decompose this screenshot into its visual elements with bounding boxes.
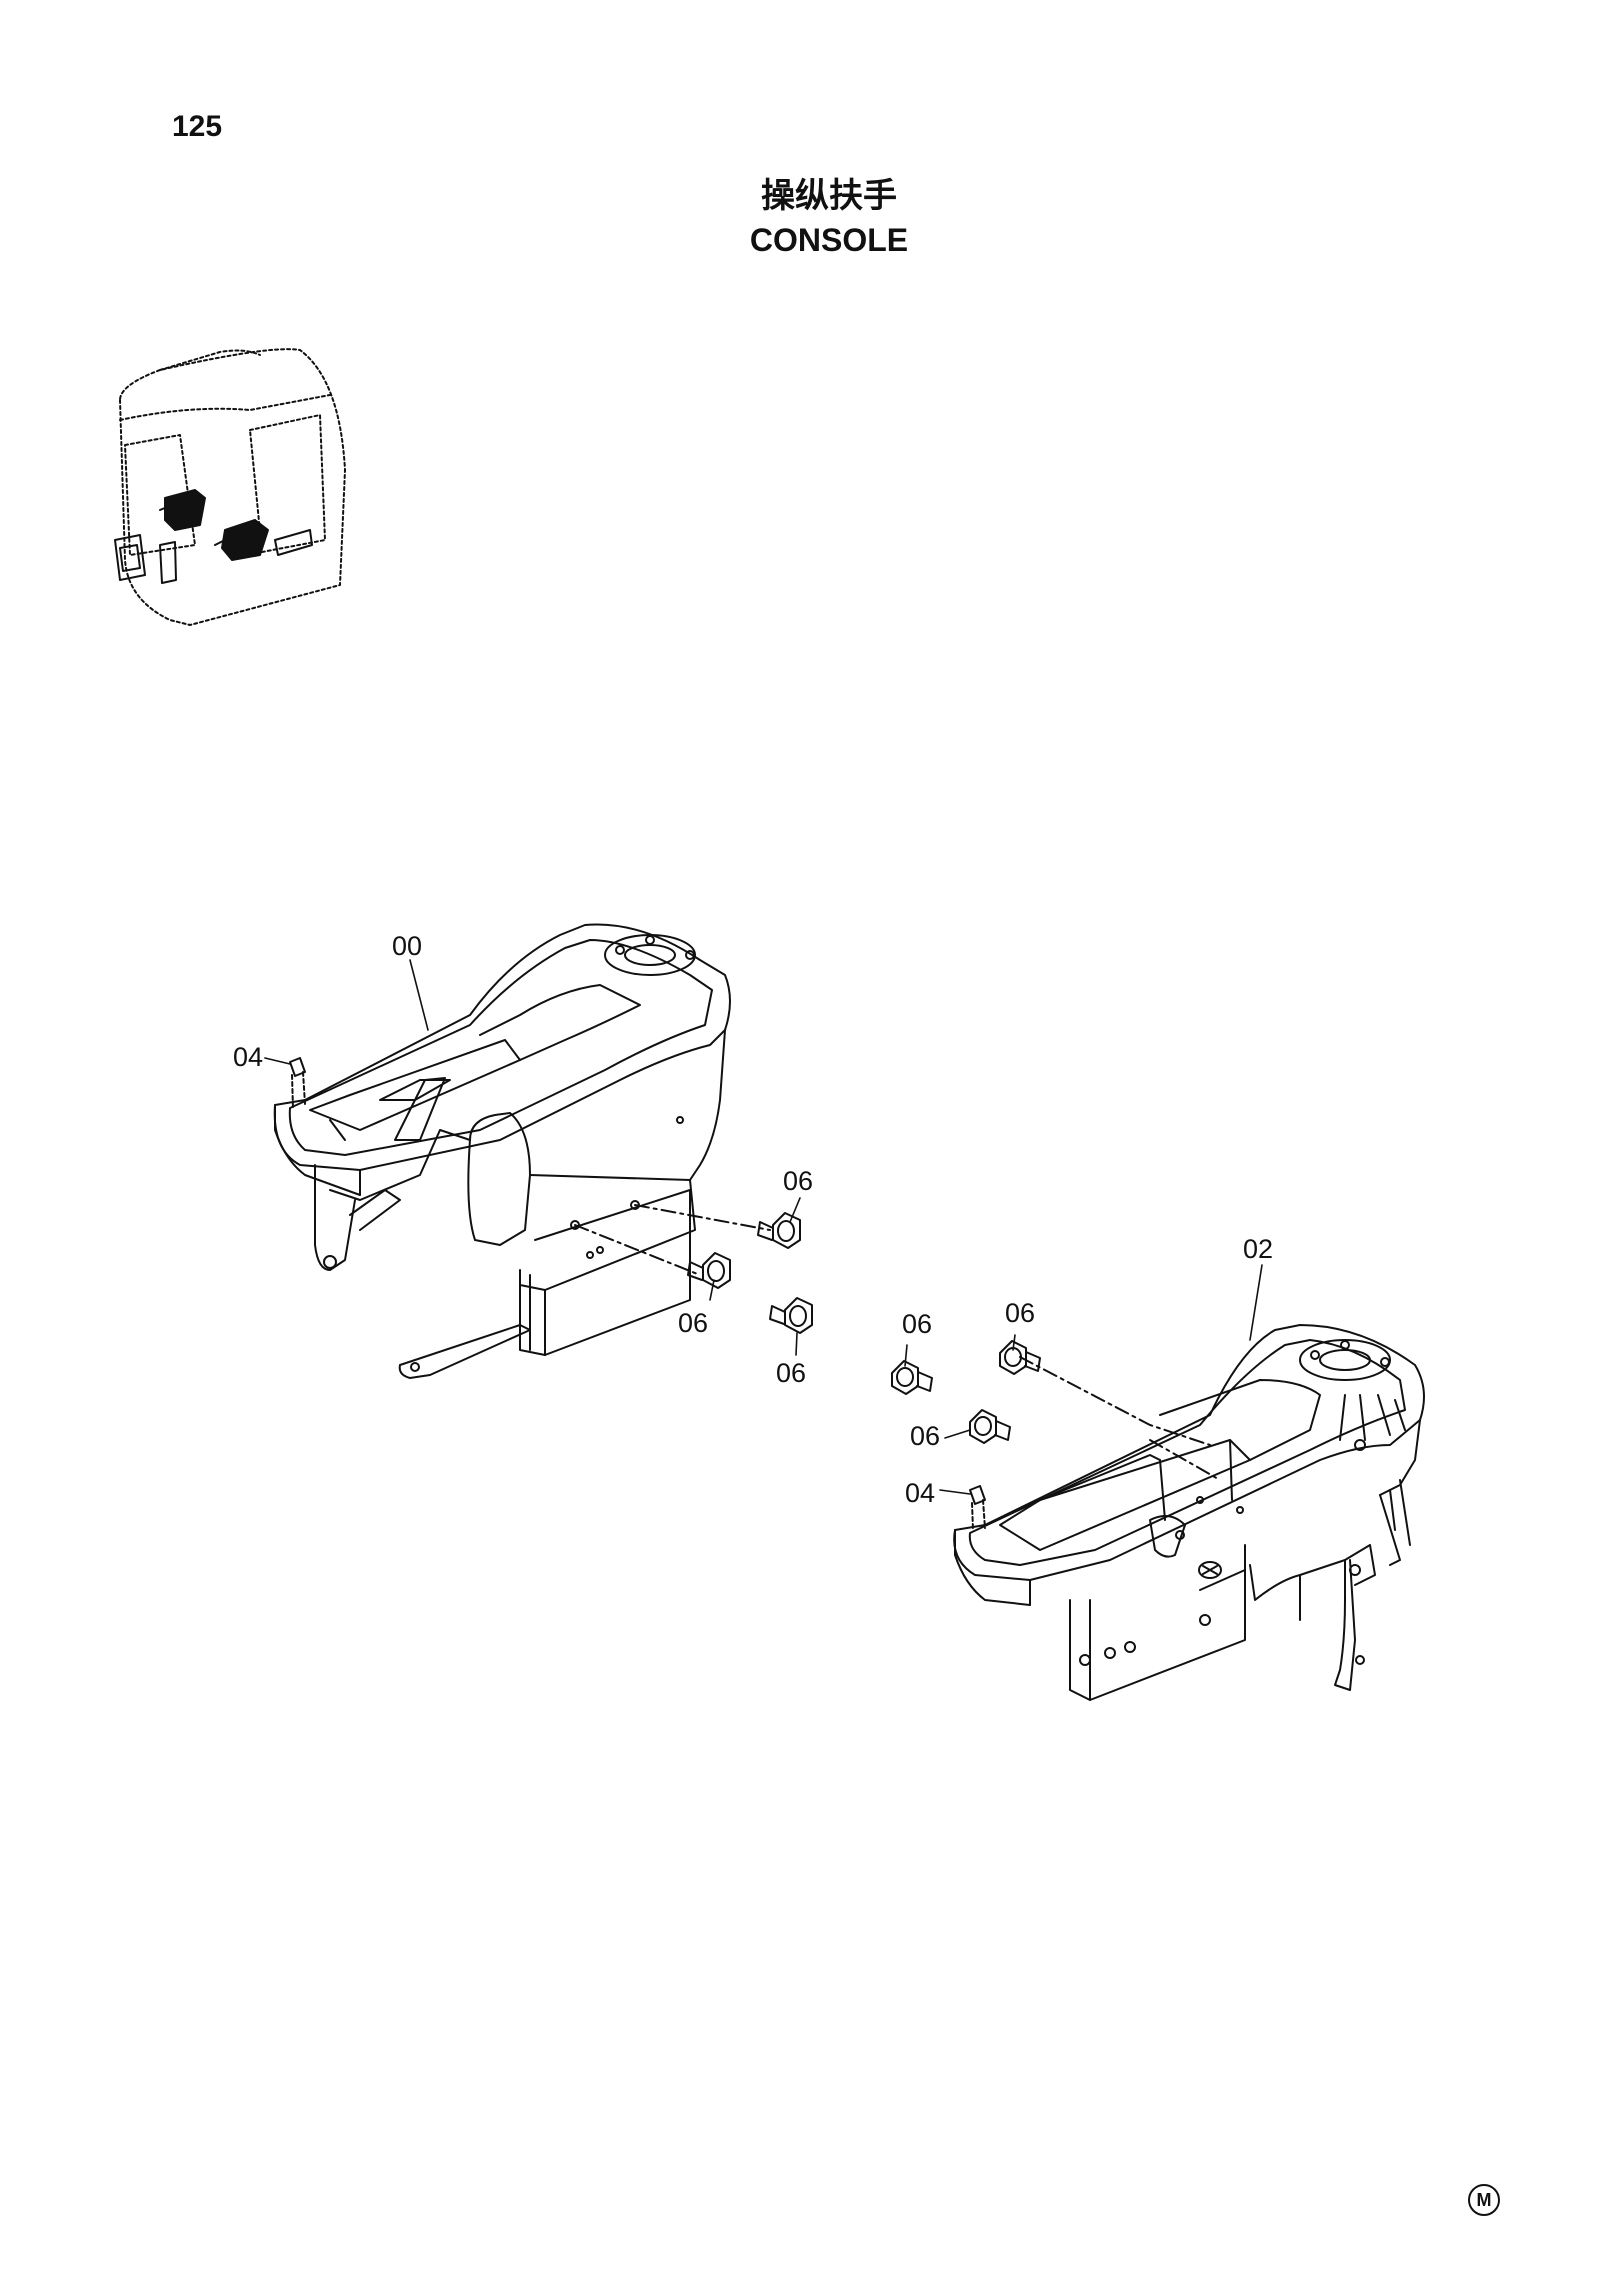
callout-right-cap: 04 <box>905 1478 935 1508</box>
right-bolts <box>892 1341 1040 1443</box>
bolt-right-a <box>892 1361 932 1394</box>
callout-left-bolt-middle: 06 <box>678 1308 708 1338</box>
callout-left-bolt-lower: 06 <box>776 1358 806 1388</box>
bolt-right-b <box>1000 1341 1040 1374</box>
callout-right-bolt-a: 06 <box>902 1309 932 1339</box>
page-title-english: CONSOLE <box>749 222 909 258</box>
page-number: 125 <box>172 110 223 143</box>
leader-lines <box>265 960 1262 1494</box>
bolt-left-middle <box>688 1253 730 1288</box>
callout-right-console: 02 <box>1243 1234 1273 1264</box>
cab-location-thumbnail <box>115 349 345 625</box>
bolt-left-lower <box>770 1298 812 1333</box>
callout-right-bolt-c: 06 <box>910 1421 940 1451</box>
right-console-assembly <box>954 1325 1424 1700</box>
left-bolts <box>688 1213 812 1333</box>
bolt-left-upper <box>758 1213 800 1248</box>
callout-left-cap: 04 <box>233 1042 263 1072</box>
callout-labels: 00 04 06 06 06 02 06 06 06 04 <box>233 931 1273 1508</box>
callout-left-bolt-upper: 06 <box>783 1166 813 1196</box>
page-title-chinese: 操纵扶手 <box>761 176 897 216</box>
bolt-right-c <box>970 1410 1010 1443</box>
callout-right-bolt-b: 06 <box>1005 1298 1035 1328</box>
brand-mark-icon: M <box>1468 2184 1500 2216</box>
callout-left-console: 00 <box>392 931 422 961</box>
left-console-assembly <box>275 924 770 1378</box>
